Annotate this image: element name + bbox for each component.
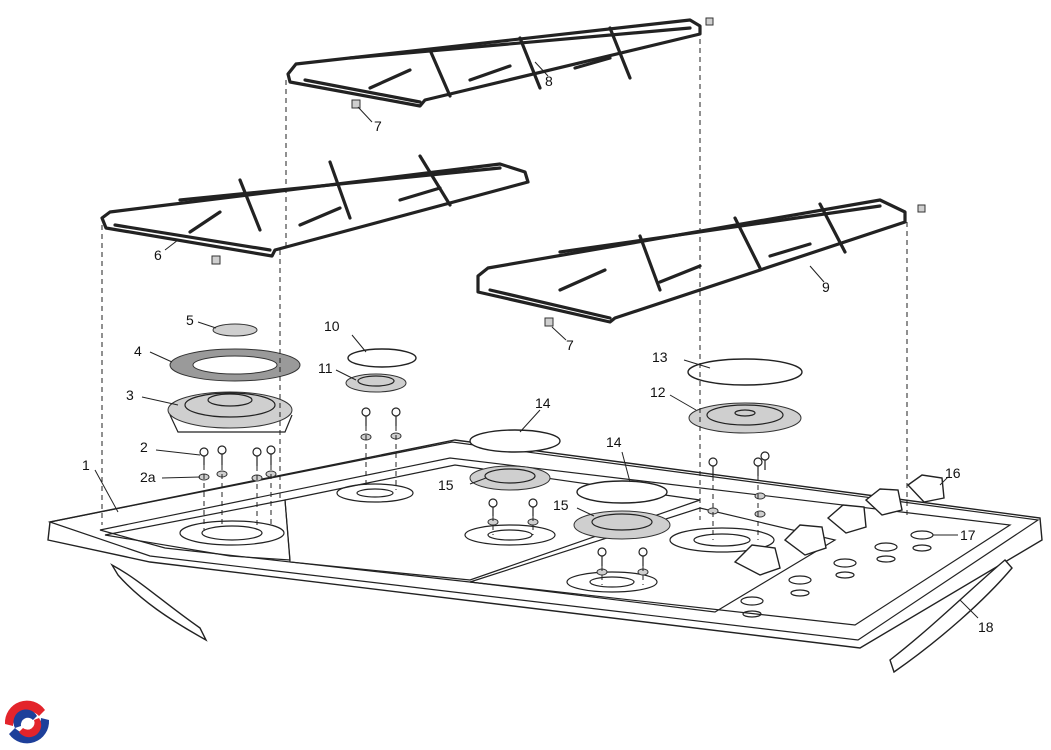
callout-1: 1 (82, 457, 90, 473)
grate-foot-9 (917, 204, 926, 213)
callout-9: 9 (822, 279, 830, 295)
grate-foot-6 (211, 255, 221, 265)
gasket-ring-inner (192, 355, 278, 375)
callout-16: 16 (945, 465, 961, 481)
callout-14a: 14 (535, 395, 551, 411)
burner-cap-10 (347, 348, 417, 368)
callout-labels: 1 2 2a 3 4 5 6 7 8 10 11 12 13 14 14 15 … (82, 73, 994, 635)
callout-12: 12 (650, 384, 666, 400)
callout-4: 4 (134, 343, 142, 359)
callout-14b: 14 (606, 434, 622, 450)
grate-left (100, 154, 530, 258)
grate-foot-8 (705, 17, 714, 26)
callout-10: 10 (324, 318, 340, 334)
callout-3: 3 (126, 387, 134, 403)
burner-cap-14b (576, 480, 668, 504)
seal-strip-right (889, 559, 1013, 674)
grate-foot-7b (544, 317, 554, 327)
burner-cap-13 (687, 358, 803, 386)
cooktop-body (47, 439, 1043, 649)
burner-base-large (167, 391, 293, 433)
control-knobs (733, 474, 945, 576)
callout-2a: 2a (140, 469, 156, 485)
callout-7a: 7 (374, 118, 382, 134)
callout-2: 2 (140, 439, 148, 455)
brand-swirl-logo (3, 698, 51, 746)
callout-8: 8 (545, 73, 553, 89)
seal-strip-left (110, 563, 208, 642)
grate-right (476, 198, 907, 324)
burner-head-15a (469, 465, 551, 491)
callout-18: 18 (978, 619, 994, 635)
callout-6: 6 (154, 247, 162, 263)
grate-foot-7a (351, 99, 361, 109)
callout-11: 11 (318, 360, 333, 376)
burner-head-11 (345, 373, 407, 393)
callout-7b: 7 (566, 337, 574, 353)
callout-13: 13 (652, 349, 668, 365)
grate-top (286, 18, 702, 108)
burner-head-12 (688, 402, 802, 434)
callout-15b: 15 (553, 497, 569, 513)
callout-15a: 15 (438, 477, 454, 493)
callout-17: 17 (960, 527, 976, 543)
burner-head-15b (573, 510, 671, 540)
burner-cap-14a (469, 429, 561, 453)
callout-5: 5 (186, 312, 194, 328)
assembly-lines (101, 30, 908, 585)
knob-bezels (740, 530, 934, 618)
burner-cap-small (212, 323, 258, 337)
leader-lines (94, 61, 979, 619)
